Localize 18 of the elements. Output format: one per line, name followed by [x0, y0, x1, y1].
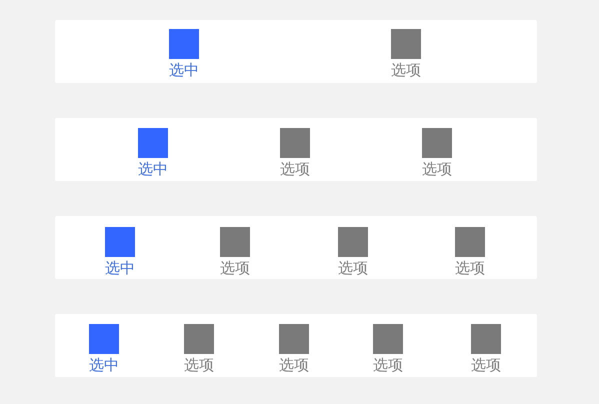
tab-label: 选项 [373, 357, 403, 373]
tab-bar [55, 118, 537, 181]
tab-label: 选项 [391, 62, 421, 78]
tab-label: 选中 [89, 357, 119, 373]
tab-label: 选中 [105, 260, 135, 276]
tab-label: 选项 [338, 260, 368, 276]
tab-label: 选中 [138, 161, 168, 177]
tab-label: 选中 [169, 62, 199, 78]
tab-label: 选项 [184, 357, 214, 373]
tab-label: 选项 [422, 161, 452, 177]
tab-label: 选项 [280, 161, 310, 177]
tab-bar [55, 20, 537, 83]
tab-bar [55, 216, 537, 279]
tab-label: 选项 [279, 357, 309, 373]
tab-label: 选项 [471, 357, 501, 373]
tab-bar [55, 314, 537, 377]
tab-label: 选项 [455, 260, 485, 276]
tab-label: 选项 [220, 260, 250, 276]
